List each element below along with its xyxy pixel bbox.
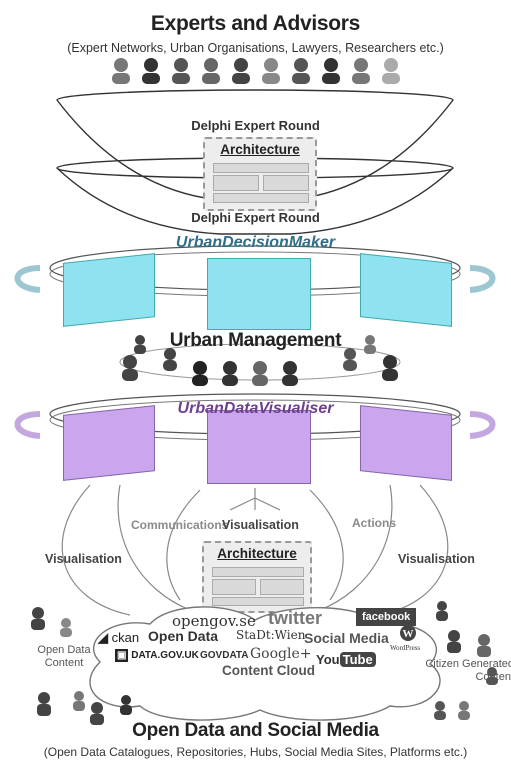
visualisation-right-label: Visualisation [398, 552, 475, 566]
open-data-social-subtitle: (Open Data Catalogues, Repositories, Hub… [43, 745, 468, 759]
person-icon [382, 58, 400, 84]
data-gov-uk-logo: ▣ DATA.GOV.UK [115, 649, 199, 662]
social-media-label: Social Media [304, 630, 389, 646]
open-data-social-title: Open Data and Social Media [132, 720, 379, 741]
person-icon [352, 58, 370, 84]
open-data-content-label: Open Data Content [37, 644, 91, 669]
open-data-people [31, 607, 72, 637]
stadt-wien-logo: StaDt:Wien [236, 628, 306, 642]
architecture-block [212, 567, 304, 577]
architecture-block [213, 193, 309, 203]
experts-people-row [112, 58, 400, 84]
decision-panel-right [360, 253, 452, 327]
experts-title: Experts and Advisors [150, 12, 361, 35]
urban-management-title: Urban Management [169, 330, 342, 351]
person-icon [122, 355, 138, 381]
architecture-block [263, 175, 309, 191]
architecture-block [213, 175, 259, 191]
person-icon [343, 348, 357, 371]
architecture-block [212, 579, 256, 595]
ckan-logo: ◢ ckan [98, 630, 140, 645]
person-icon [322, 58, 340, 84]
citizen-content-label: Citizen Generated Content [425, 658, 511, 683]
person-icon [172, 58, 190, 84]
architecture-title-bottom: Architecture [217, 546, 297, 561]
visualiser-ring [14, 393, 496, 441]
decision-panel-center [207, 258, 311, 330]
svg-text:W: W [403, 628, 414, 640]
govdata-logo: GOVDATA [200, 650, 249, 661]
ckan-text: ckan [111, 630, 140, 645]
wordpress-label: WordPress [390, 644, 421, 652]
person-icon [163, 348, 177, 371]
flow-arrows [61, 484, 449, 616]
urban-data-visualiser-title: UrbanDataVisualiser [177, 400, 334, 417]
visualisation-left-label: Visualisation [45, 552, 122, 566]
content-cloud [89, 606, 441, 721]
decision-panel-left [63, 253, 155, 327]
architecture-block [260, 579, 304, 595]
person-icon [192, 361, 208, 386]
delphi-round-top: Delphi Expert Round [191, 118, 320, 133]
person-icon [222, 361, 238, 386]
citizen-people [436, 601, 498, 685]
youtube-you: You [316, 652, 340, 667]
architecture-block [213, 163, 309, 173]
twitter-logo: twitter [268, 608, 322, 628]
person-icon [202, 58, 220, 84]
content-cloud-label: Content Cloud [222, 663, 315, 678]
urban-decision-maker-title: UrbanDecisionMaker [175, 234, 336, 251]
wordpress-icon: W [399, 624, 417, 647]
management-group [119, 335, 401, 386]
experts-subtitle: (Expert Networks, Urban Organisations, L… [67, 41, 444, 55]
citizen-people-bottom [434, 701, 470, 720]
person-icon [382, 355, 398, 381]
architecture-box-bottom: Architecture [202, 541, 312, 613]
data-gov-uk-text: DATA.GOV.UK [131, 650, 199, 661]
open-data-label: Open Data [148, 628, 219, 644]
delphi-round-bottom: Delphi Expert Round [191, 210, 320, 225]
open-data-people-bottom [37, 691, 132, 725]
visualiser-panel-center [207, 410, 311, 484]
person-icon [364, 335, 376, 354]
facebook-logo: facebook [356, 608, 417, 626]
person-icon [282, 361, 298, 386]
person-icon [262, 58, 280, 84]
architecture-title-top: Architecture [220, 142, 300, 157]
person-icon [112, 58, 130, 84]
visualisation-center-label: Visualisation [222, 518, 299, 532]
google-plus-logo: Google+ [250, 646, 312, 662]
architecture-block [212, 597, 304, 606]
youtube-tube: Tube [339, 652, 376, 667]
person-icon [292, 58, 310, 84]
person-icon [232, 58, 250, 84]
architecture-box-top: Architecture [203, 137, 317, 211]
person-icon [252, 361, 268, 386]
actions-label: Actions [352, 516, 397, 530]
person-icon [142, 58, 160, 84]
opengov-logo: opengov.se [172, 612, 256, 630]
communications-label: Communications [131, 518, 229, 532]
person-icon [134, 335, 146, 354]
